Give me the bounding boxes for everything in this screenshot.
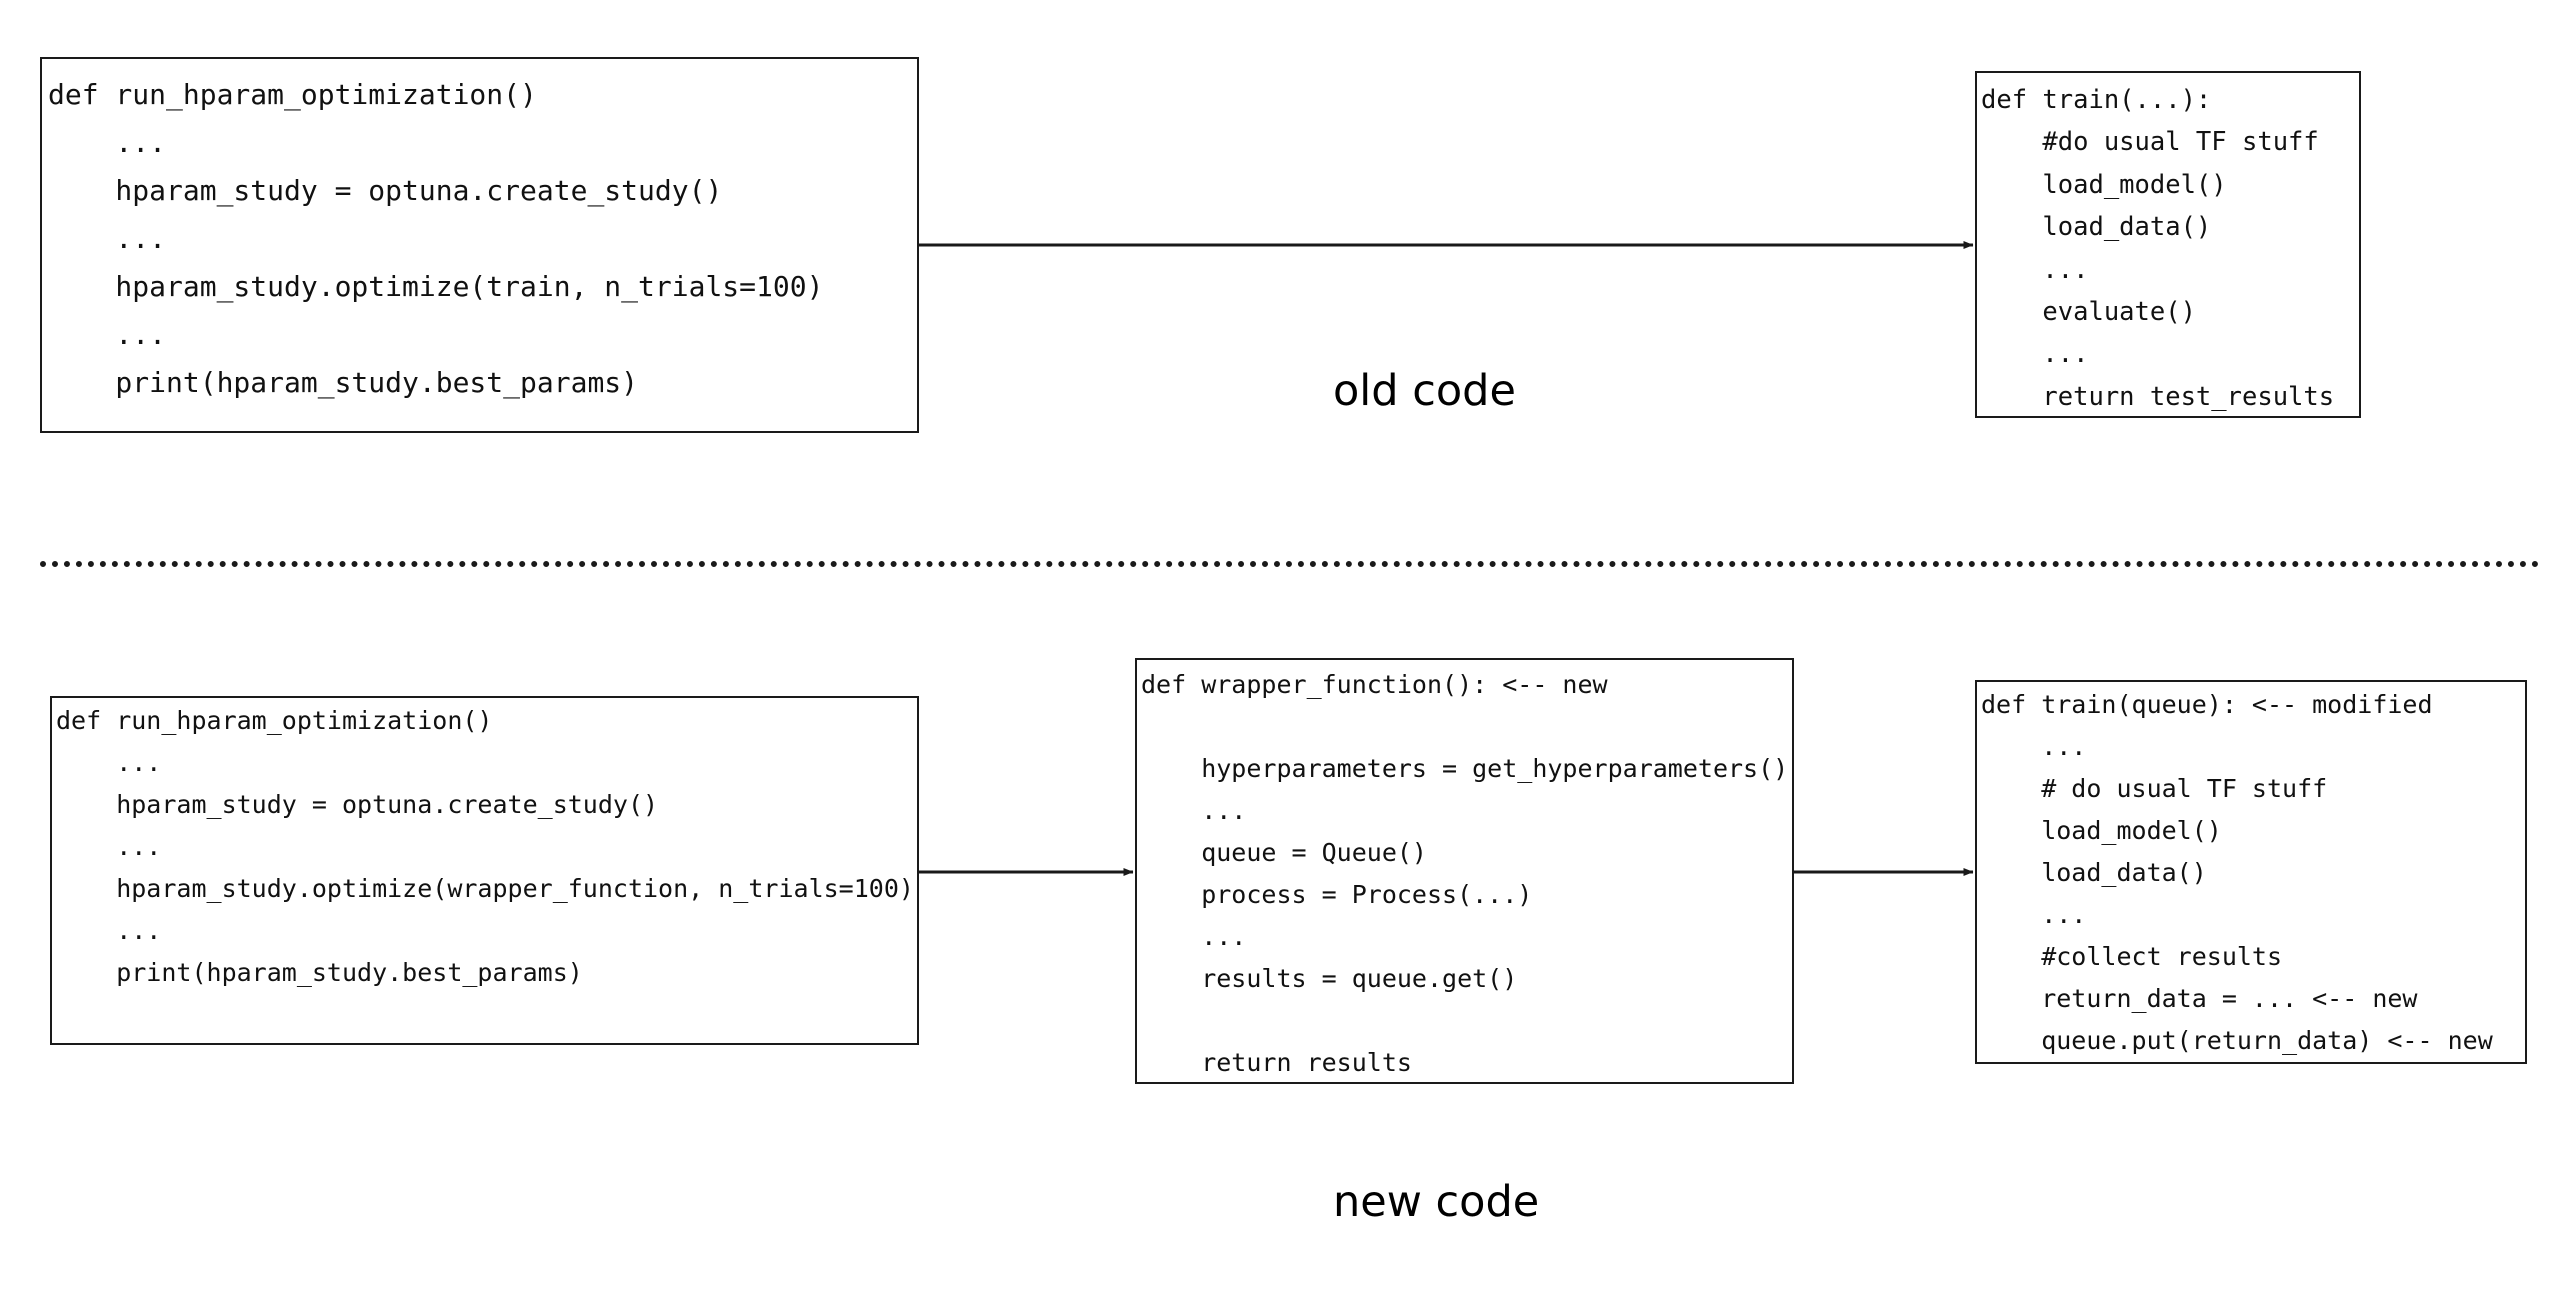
code-line: #collect results bbox=[1981, 942, 2283, 971]
old-optimization-code: def run_hparam_optimization() ... hparam… bbox=[48, 71, 823, 407]
wrapper-function-box: def wrapper_function(): <-- new hyperpar… bbox=[1135, 658, 1794, 1084]
old-optimization-box: def run_hparam_optimization() ... hparam… bbox=[40, 57, 919, 433]
code-line: def run_hparam_optimization() bbox=[56, 706, 493, 735]
code-line: ... bbox=[1981, 254, 2089, 285]
code-line: return test_results bbox=[1981, 381, 2335, 412]
code-line: hparam_study = optuna.create_study() bbox=[48, 174, 723, 207]
code-line: ... bbox=[56, 916, 162, 945]
section-divider bbox=[40, 561, 2540, 567]
code-line: ... bbox=[1981, 339, 2089, 370]
new-optimization-box: def run_hparam_optimization() ... hparam… bbox=[50, 696, 919, 1045]
old-code-caption: old code bbox=[1333, 366, 1516, 416]
code-line: ... bbox=[1141, 796, 1247, 825]
code-line: hparam_study.optimize(wrapper_function, … bbox=[56, 874, 914, 903]
old-train-code: def train(...): #do usual TF stuff load_… bbox=[1981, 79, 2334, 418]
code-line: ... bbox=[56, 748, 162, 777]
code-line: load_model() bbox=[1981, 169, 2227, 200]
code-line: hparam_study.optimize(train, n_trials=10… bbox=[48, 270, 824, 303]
code-line: load_model() bbox=[1981, 816, 2222, 845]
code-line: ... bbox=[1981, 732, 2087, 761]
wrapper-function-code: def wrapper_function(): <-- new hyperpar… bbox=[1141, 664, 1788, 1084]
code-line: hyperparameters = get_hyperparameters() bbox=[1141, 754, 1789, 783]
new-code-caption: new code bbox=[1333, 1177, 1540, 1227]
code-line: ... bbox=[48, 126, 167, 159]
code-line: ... bbox=[56, 832, 162, 861]
code-line: print(hparam_study.best_params) bbox=[48, 366, 639, 399]
code-line: return_data = ... <-- new bbox=[1981, 984, 2418, 1013]
code-line: evaluate() bbox=[1981, 297, 2196, 328]
code-line: def train(queue): <-- modified bbox=[1981, 690, 2433, 719]
code-line: process = Process(...) bbox=[1141, 880, 1533, 909]
code-line: ... bbox=[48, 222, 167, 255]
code-line: ... bbox=[1981, 900, 2087, 929]
code-line: print(hparam_study.best_params) bbox=[56, 958, 583, 987]
code-line: def train(...): bbox=[1981, 85, 2212, 115]
new-train-box: def train(queue): <-- modified ... # do … bbox=[1975, 680, 2527, 1064]
code-line: results = queue.get() bbox=[1141, 964, 1518, 993]
code-line: return results bbox=[1141, 1048, 1412, 1077]
code-line: queue = Queue() bbox=[1141, 838, 1427, 867]
code-line: def wrapper_function(): <-- new bbox=[1141, 670, 1608, 699]
old-train-box: def train(...): #do usual TF stuff load_… bbox=[1975, 71, 2361, 418]
new-train-code: def train(queue): <-- modified ... # do … bbox=[1981, 684, 2493, 1062]
new-optimization-code: def run_hparam_optimization() ... hparam… bbox=[56, 700, 914, 994]
code-line: def run_hparam_optimization() bbox=[48, 78, 537, 111]
code-line: queue.put(return_data) <-- new bbox=[1981, 1026, 2493, 1055]
code-line: ... bbox=[1141, 922, 1247, 951]
code-line: ... bbox=[48, 318, 167, 351]
code-line: #do usual TF stuff bbox=[1981, 127, 2319, 158]
code-line: # do usual TF stuff bbox=[1981, 774, 2328, 803]
code-line: hparam_study = optuna.create_study() bbox=[56, 790, 659, 819]
code-line: load_data() bbox=[1981, 212, 2212, 243]
code-line: load_data() bbox=[1981, 858, 2207, 887]
